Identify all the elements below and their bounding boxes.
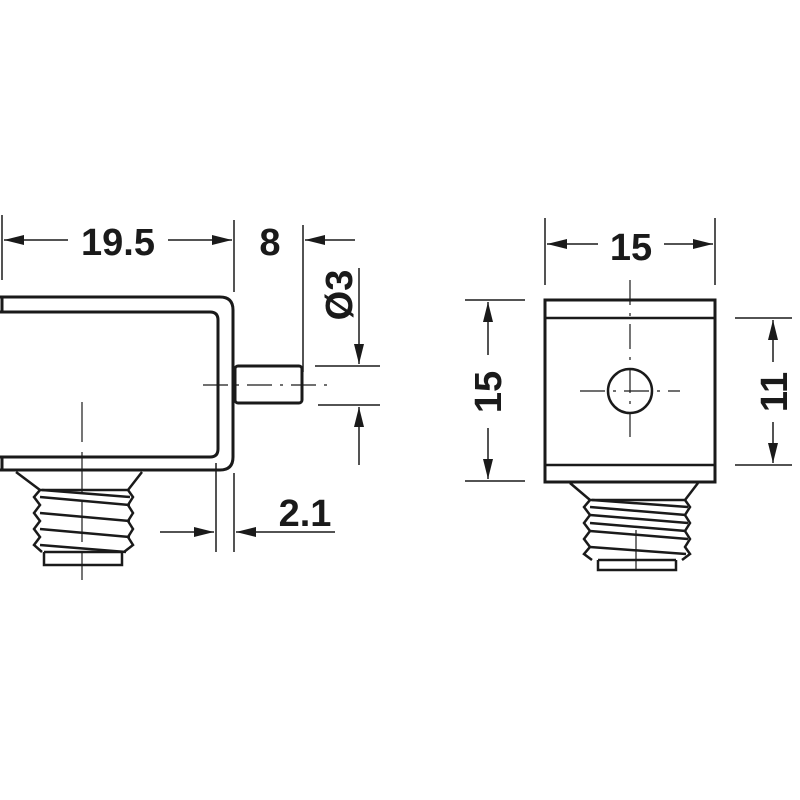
front-view: 15 15 11 [465,218,796,580]
dimension-width-label: 19.5 [81,222,155,264]
dimension-pin-length-label: 8 [259,222,280,264]
dimension-pin-diameter-label: Ø3 [319,270,361,321]
bracket-outline [0,295,235,472]
dimension-wall-thickness-label: 2.1 [279,493,332,535]
thread [569,482,699,572]
dimension-width-label: 15 [610,227,652,269]
side-view: 19.5 8 Ø3 2.1 [0,215,380,580]
dimension-inner-height-label: 11 [754,372,796,412]
dimension-height-label: 15 [468,371,510,413]
thread [15,471,143,567]
